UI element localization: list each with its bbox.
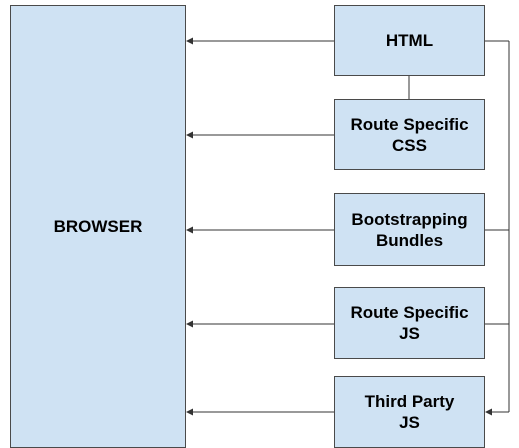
- html-label-line-1: HTML: [385, 31, 434, 50]
- browser-label: BROWSER: [53, 217, 143, 236]
- route-specific-js-label: Route Specific JS: [350, 302, 468, 344]
- bootstrapping-bundles-label: Bootstrapping Bundles: [351, 209, 467, 251]
- route-specific-css-line-2: CSS: [392, 135, 427, 155]
- third-party-js-line-2: JS: [399, 413, 420, 432]
- html-box: HTML: [334, 5, 485, 76]
- browser-box: BROWSER: [10, 5, 186, 448]
- third-party-js-line-1: Third Party: [364, 392, 455, 411]
- bootstrapping-bundles-box: Bootstrapping Bundles: [334, 193, 485, 266]
- route-specific-js-line-2: JS: [399, 324, 420, 343]
- route-specific-css-label: Route Specific CSS: [350, 114, 468, 156]
- route-specific-js-box: Route Specific JS: [334, 287, 485, 359]
- route-specific-css-line-1: Route Specific: [350, 114, 469, 134]
- third-party-js-label: Third Party JS: [365, 391, 455, 433]
- third-party-js-box: Third Party JS: [334, 376, 485, 448]
- bootstrapping-bundles-line-2: Bundles: [375, 230, 444, 250]
- route-specific-js-line-1: Route Specific: [350, 303, 469, 322]
- route-specific-css-box: Route Specific CSS: [334, 99, 485, 170]
- html-label: HTML: [386, 30, 433, 51]
- bootstrapping-bundles-line-1: Bootstrapping: [351, 209, 468, 229]
